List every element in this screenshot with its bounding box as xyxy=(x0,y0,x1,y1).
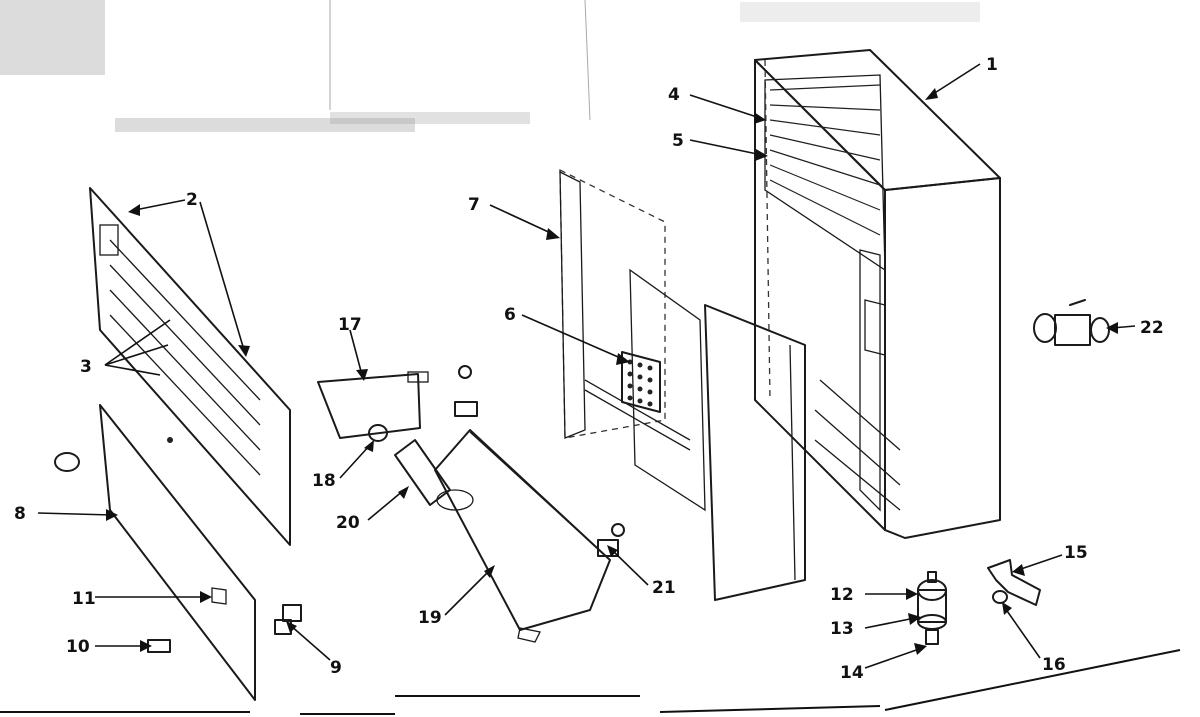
callout-1: 1 xyxy=(986,55,998,75)
callout-2: 2 xyxy=(186,190,198,210)
callout-19: 19 xyxy=(418,608,442,628)
callout-4: 4 xyxy=(668,85,680,105)
part-9-fastener xyxy=(274,604,302,635)
callout-21: 21 xyxy=(652,578,676,598)
leader-lines xyxy=(37,63,1136,669)
callout-20: 20 xyxy=(336,513,360,533)
callout-labels: 1 2 3 4 5 6 7 8 9 10 11 12 13 14 15 16 1… xyxy=(14,55,1164,683)
grille-pattern xyxy=(769,84,881,236)
callout-12: 12 xyxy=(830,585,854,605)
callout-8: 8 xyxy=(14,504,26,524)
callout-11: 11 xyxy=(72,589,96,609)
callout-5: 5 xyxy=(672,131,684,151)
part-7-back-panel xyxy=(559,168,706,512)
part-6-burner-grid xyxy=(621,351,661,413)
part-1-cabinet xyxy=(754,49,1001,539)
callout-15: 15 xyxy=(1064,543,1088,563)
callout-13: 13 xyxy=(830,619,854,639)
knob xyxy=(54,452,80,472)
callout-22: 22 xyxy=(1140,318,1164,338)
part-19-burner-tube xyxy=(434,429,611,643)
inner-door-panel xyxy=(704,304,806,601)
part-15-bracket xyxy=(987,559,1041,606)
part-17-valve-bracket xyxy=(317,371,429,442)
callout-17: 17 xyxy=(338,315,362,335)
callout-16: 16 xyxy=(1042,655,1066,675)
callout-10: 10 xyxy=(66,637,90,657)
scan-smudges xyxy=(0,0,980,132)
callout-6: 6 xyxy=(504,305,516,325)
callout-7: 7 xyxy=(468,195,480,215)
callout-9: 9 xyxy=(330,658,342,678)
part-12-13-14-assembly xyxy=(917,571,947,645)
part-8-front-panel xyxy=(99,404,256,701)
page-edge-lines xyxy=(0,649,1181,715)
part-22-valve xyxy=(1033,299,1110,346)
callout-18: 18 xyxy=(312,471,336,491)
part-21-clip xyxy=(454,365,625,557)
callout-3: 3 xyxy=(80,357,92,377)
callout-14: 14 xyxy=(840,663,864,683)
part-2-side-frame xyxy=(89,187,291,546)
